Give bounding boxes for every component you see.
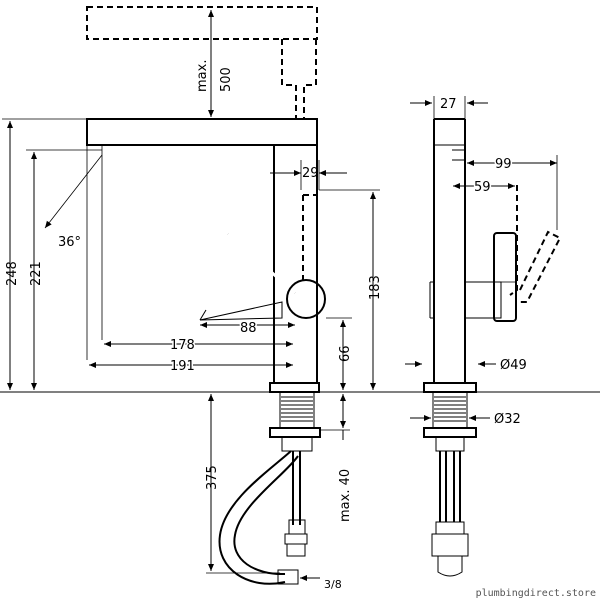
dim-191: 191: [170, 359, 195, 374]
dim-dia49: Ø49: [500, 358, 527, 373]
dim-59: 59: [474, 180, 491, 195]
dim-thread-3-8: 3/8: [324, 578, 342, 591]
dim-178: 178: [170, 338, 195, 353]
side-lever: [429, 232, 517, 322]
pullout-dashed-outline: [86, 6, 318, 118]
dim-221: 221: [29, 261, 44, 286]
front-dimensions: max. 500 248 221 36° 29 183 88 178 191: [2, 10, 383, 591]
side-dimensions: 27 99 59 Ø49 Ø32: [405, 96, 558, 427]
front-view: [0, 6, 600, 585]
dim-max-40: max. 40: [338, 469, 353, 522]
lever-handle: [199, 232, 326, 321]
dim-max-label: max.: [195, 60, 210, 92]
dim-248: 248: [5, 261, 20, 286]
dim-27: 27: [440, 97, 457, 112]
threaded-shank: [269, 391, 321, 452]
dim-99: 99: [495, 157, 512, 172]
dim-dia32: Ø32: [494, 412, 521, 427]
dim-angle-36: 36°: [58, 235, 81, 250]
faucet-body: [269, 145, 320, 393]
dim-375: 375: [205, 465, 220, 490]
dim-66: 66: [338, 345, 353, 362]
supply-hoses: [218, 450, 308, 585]
dim-max-500: 500: [219, 67, 234, 92]
side-supply-hoses: [431, 451, 469, 577]
side-threaded-shank: [423, 391, 477, 452]
side-view: [423, 118, 562, 577]
watermark: plumbingdirect.store: [476, 588, 596, 599]
dim-183: 183: [368, 275, 383, 300]
dim-29: 29: [302, 166, 319, 181]
dim-88: 88: [240, 321, 257, 336]
spout-bar: [86, 118, 318, 146]
